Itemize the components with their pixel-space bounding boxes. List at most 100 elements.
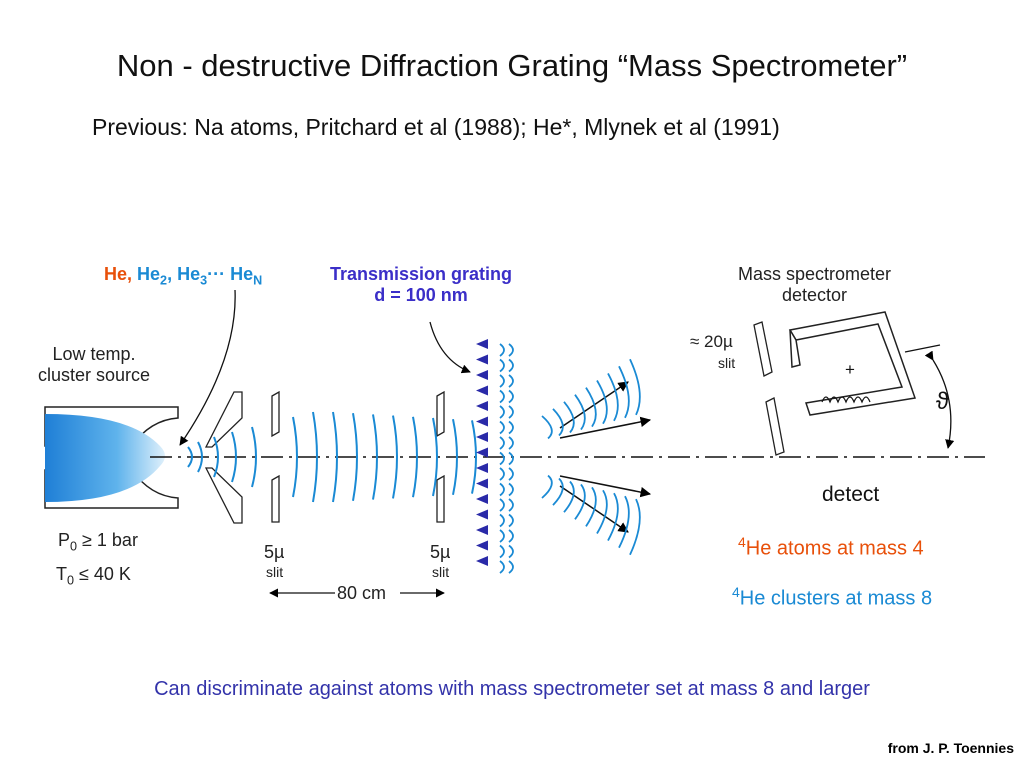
diffracted-wavefront	[596, 489, 608, 534]
grating-tooth	[476, 540, 488, 551]
beam-wavefront	[372, 414, 378, 500]
detector-slit	[753, 321, 785, 456]
distance-label: 80 cm	[337, 583, 387, 603]
transmitted-wavefront	[508, 436, 514, 450]
transmitted-wavefront	[499, 420, 505, 435]
transmitted-wavefront	[499, 544, 505, 559]
beam-wavefront	[471, 420, 477, 494]
diffracted-wavefront	[574, 483, 586, 520]
beam-wavefront	[292, 416, 298, 498]
ionizer-plus-sign: +	[845, 360, 855, 379]
detector-slit-label: slit	[718, 355, 736, 371]
transmitted-wavefront	[499, 358, 505, 373]
transmitted-wavefront	[499, 529, 505, 543]
slit-1-width: 5µ	[264, 542, 285, 562]
transmitted-wavefronts	[499, 343, 514, 574]
species-pointer	[179, 289, 236, 446]
transmitted-wavefront	[499, 451, 505, 466]
transmitted-wavefront	[508, 451, 514, 466]
grating-tooth	[476, 385, 488, 396]
grating-tooth	[476, 494, 488, 504]
diffracted-beam-lower	[541, 474, 652, 556]
diffracted-beam-upper	[541, 358, 652, 440]
mass-spectrometer-detector	[788, 311, 917, 416]
transmitted-wavefront	[499, 343, 505, 357]
page-title: Non - destructive Diffraction Grating “M…	[116, 48, 908, 83]
transmitted-wavefront	[508, 374, 514, 388]
beam-wavefront	[332, 411, 338, 503]
slit-2-width: 5µ	[430, 542, 451, 562]
grating-label: Transmission grating d = 100 nm	[330, 264, 513, 305]
grating-tooth	[476, 525, 488, 535]
transmitted-wavefront	[499, 405, 505, 419]
source-pressure: P0 ≥ 1 bar	[58, 530, 138, 554]
transmitted-wavefront	[508, 560, 514, 574]
transmitted-wavefront	[508, 358, 514, 373]
diffracted-wavefront	[541, 474, 553, 499]
beam-wavefronts	[187, 411, 477, 503]
beam-wavefront	[187, 446, 193, 468]
theta-arc	[924, 350, 955, 449]
beam-wavefront	[392, 415, 398, 499]
diffracted-wavefront	[563, 401, 575, 434]
beam-wavefront	[452, 418, 458, 496]
credit-text: from J. P. Toennies	[887, 740, 1014, 756]
detect-label: detect	[822, 483, 880, 506]
diffracted-wavefront	[596, 380, 608, 425]
transmitted-wavefront	[508, 482, 514, 497]
beam-wavefront	[213, 436, 219, 478]
source-temperature: T0 ≤ 40 K	[56, 564, 131, 588]
grating-tooth	[476, 447, 488, 458]
species-label: He, He2, He3··· HeN	[104, 264, 263, 288]
diffracted-wavefront	[607, 372, 619, 422]
transmitted-wavefront	[499, 467, 505, 481]
grating-tooth	[476, 339, 488, 349]
grating-tooth	[476, 401, 488, 411]
transmitted-wavefront	[508, 544, 514, 559]
transmitted-wavefront	[499, 560, 505, 574]
transmitted-wavefront	[508, 420, 514, 435]
diffracted-wavefront	[541, 415, 553, 440]
beam-wavefront	[352, 413, 358, 501]
clusters-mass-label: 4He clusters at mass 8	[732, 584, 933, 610]
beam-wavefront	[312, 411, 318, 503]
grating-tooth	[476, 354, 488, 365]
transmitted-wavefront	[499, 436, 505, 450]
grating-tooth	[476, 432, 488, 442]
diffracted-wavefront	[585, 486, 597, 527]
theta-symbol: ϑ	[936, 388, 950, 415]
grating-tooth	[476, 463, 488, 473]
beam-wavefront	[432, 417, 438, 497]
diffracted-wavefront	[563, 480, 575, 513]
transmitted-wavefront	[499, 389, 505, 404]
detector-label: Mass spectrometer detector	[738, 264, 892, 305]
slit-1	[271, 390, 280, 523]
beam-wavefront	[231, 431, 237, 483]
diffracted-wavefront	[629, 358, 641, 416]
transmitted-wavefront	[508, 467, 514, 481]
grating-tooth	[476, 556, 488, 566]
grating-tooth	[476, 478, 488, 489]
source-label: Low temp. cluster source	[38, 344, 151, 385]
transmitted-wavefront	[508, 529, 514, 543]
detector-angle-line	[904, 344, 941, 353]
transmission-grating	[476, 339, 488, 566]
transmitted-wavefront	[508, 498, 514, 512]
ionizer-filament	[821, 396, 871, 404]
transmitted-wavefront	[499, 374, 505, 388]
skimmer	[204, 391, 243, 524]
atoms-mass-label: 4He atoms at mass 4	[738, 534, 924, 560]
grating-pointer	[429, 321, 471, 374]
transmitted-wavefront	[508, 343, 514, 357]
beam-wavefront	[251, 426, 257, 488]
grating-tooth	[476, 370, 488, 380]
diffracted-wavefront	[618, 495, 630, 549]
diffracted-wavefront	[574, 394, 586, 431]
cluster-source-nozzle	[44, 406, 179, 509]
grating-tooth	[476, 416, 488, 427]
diffracted-wavefront	[585, 387, 597, 428]
beam-wavefront	[197, 441, 203, 473]
slit-2-label: slit	[432, 564, 450, 580]
transmitted-wavefront	[508, 513, 514, 528]
